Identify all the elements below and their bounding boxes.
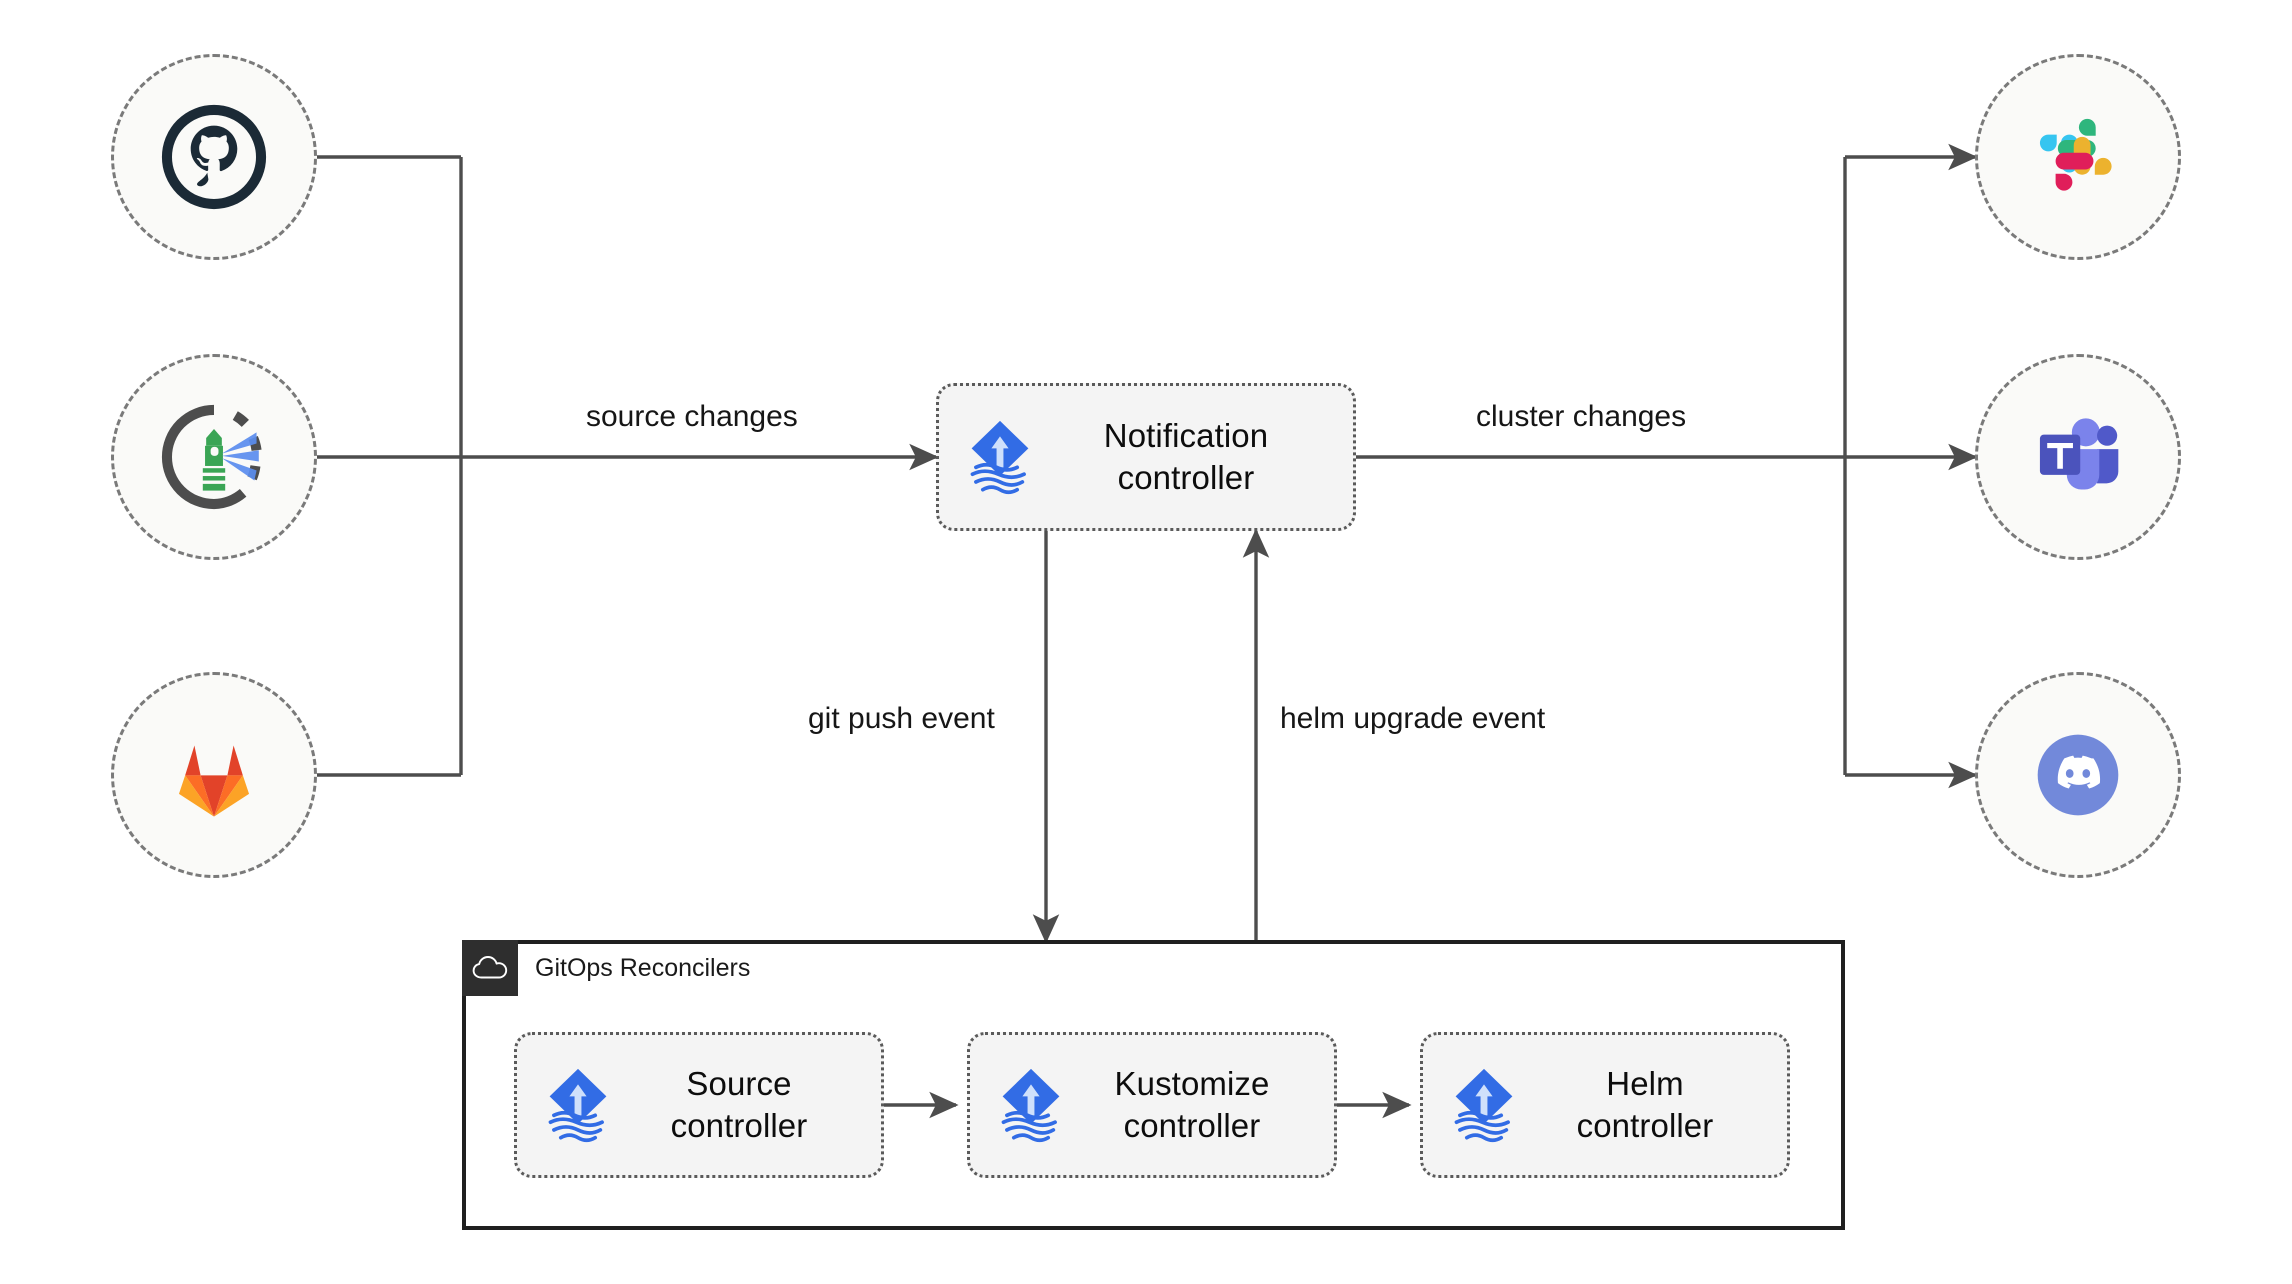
gitops-reconcilers-header: GitOps Reconcilers	[462, 940, 750, 996]
edge-label-git-push-event: git push event	[800, 700, 1003, 737]
slack-icon	[2039, 118, 2112, 191]
microsoft-teams-icon	[2039, 418, 2119, 490]
kustomize-controller-label: Kustomize controller	[1114, 1064, 1270, 1144]
notification-controller-label: Notification controller	[1103, 416, 1269, 496]
source-node-gitlab[interactable]	[111, 672, 317, 878]
source-node-github[interactable]	[111, 54, 317, 260]
helm-controller-box[interactable]: Helm controller	[1420, 1032, 1790, 1178]
edge-label-source-changes: source changes	[578, 398, 806, 435]
github-icon	[161, 104, 267, 210]
discord-icon	[2037, 734, 2119, 816]
edge-label-cluster-changes: cluster changes	[1468, 398, 1695, 435]
cloud-icon-wrapper	[462, 940, 518, 996]
notification-controller-box[interactable]: Notification controller	[936, 383, 1356, 531]
flux-logo-icon	[1454, 1068, 1513, 1143]
flux-logo-icon	[548, 1068, 607, 1143]
kustomize-controller-box[interactable]: Kustomize controller	[967, 1032, 1337, 1178]
source-controller-label: Source controller	[670, 1064, 808, 1144]
destination-node-slack[interactable]	[1975, 54, 2181, 260]
cloud-icon	[472, 956, 508, 979]
gitlab-icon	[178, 745, 250, 817]
destination-node-teams[interactable]	[1975, 354, 2181, 560]
source-controller-box[interactable]: Source controller	[514, 1032, 884, 1178]
source-node-flux[interactable]	[111, 354, 317, 560]
flux-logo-icon	[970, 420, 1029, 495]
helm-controller-label: Helm controller	[1576, 1064, 1714, 1144]
destination-node-discord[interactable]	[1975, 672, 2181, 878]
flux-logo-icon	[1001, 1068, 1060, 1143]
gitops-reconcilers-title: GitOps Reconcilers	[535, 953, 751, 982]
gitops-reconcilers-group	[462, 940, 1845, 1230]
flux-lighthouse-icon	[161, 404, 262, 510]
edge-label-helm-upgrade-event: helm upgrade event	[1272, 700, 1554, 737]
